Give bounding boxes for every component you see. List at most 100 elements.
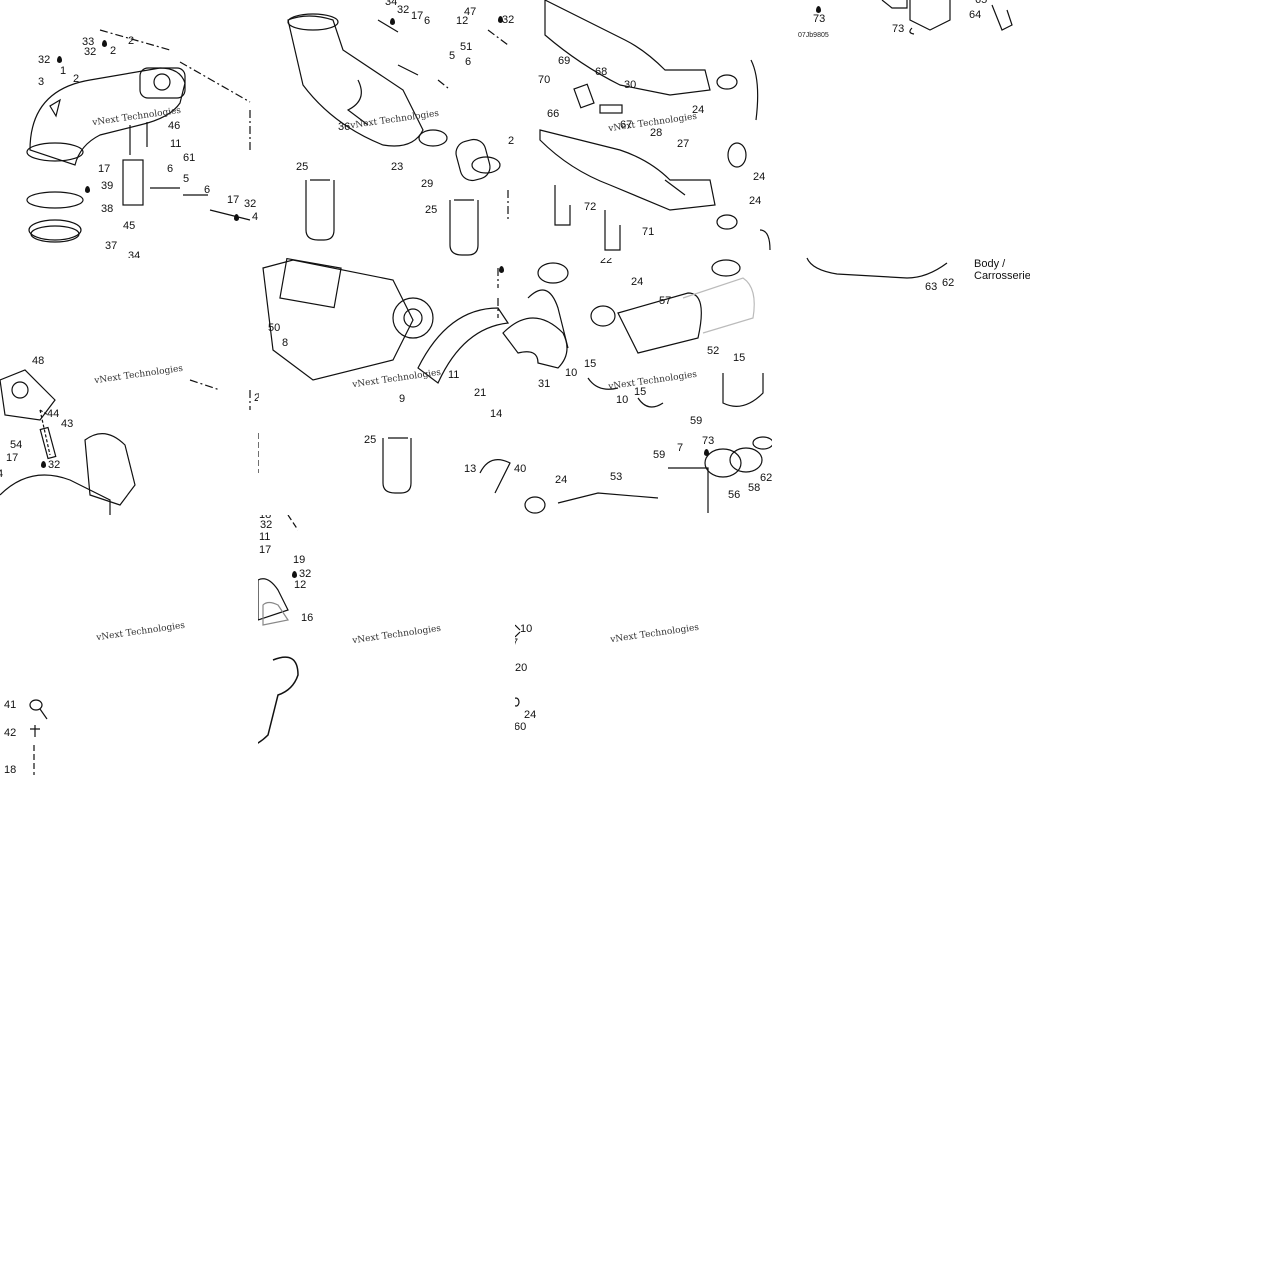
- muffler-tubes-drawing: [539, 0, 771, 251]
- callout: 2: [128, 35, 135, 47]
- callout: 17: [411, 10, 424, 22]
- callout: 43: [61, 418, 74, 430]
- callout: 73: [892, 23, 905, 35]
- callout: 27: [677, 138, 690, 150]
- callout: 15: [584, 358, 597, 370]
- sealant-drop-icon: [390, 18, 395, 25]
- body-mount-drawing: [806, 0, 1013, 279]
- callout: 73: [702, 435, 715, 447]
- callout: 25: [425, 204, 438, 216]
- exhaust-elbow-lower-drawing: [0, 369, 251, 515]
- callout: 32: [84, 46, 97, 58]
- sealant-drop-icon: [234, 214, 239, 221]
- callout: 32: [299, 568, 312, 580]
- callout: 52: [707, 345, 720, 357]
- callout: 25: [296, 161, 309, 173]
- sealant-drop-icon: [498, 16, 503, 23]
- callout: 44: [47, 408, 60, 420]
- callout: 62: [942, 277, 955, 289]
- callout: 37: [105, 240, 118, 252]
- callout: 17: [227, 194, 240, 206]
- diagram-tile-exhaust-elbow-lower: vNext Technologies 48 44 43 54 17 32 4 2…: [0, 340, 258, 515]
- callout: 39: [101, 180, 114, 192]
- callout: 68: [595, 66, 608, 78]
- callout: 54: [10, 439, 23, 451]
- callout: 30: [624, 79, 637, 91]
- callout: 23: [254, 392, 258, 404]
- diagram-tile-body-mount: 07Jb9805 73 73 64 65 63 62 Body / Carros…: [772, 0, 1030, 290]
- diagram-tile-clips: vNext Technologies 41 42 18: [0, 615, 258, 775]
- callout: 13: [464, 463, 477, 475]
- callout: 33: [82, 36, 95, 48]
- callout: 50: [268, 322, 281, 334]
- sealant-drop-icon: [499, 266, 504, 273]
- callout: 62: [760, 472, 772, 484]
- callout: 10: [520, 623, 533, 635]
- sealant-drop-icon: [41, 461, 46, 468]
- diagram-code: 07Jb9805: [798, 32, 829, 39]
- diagram-tile-engine-muffler: vNext Technologies vNext Technologies 22…: [258, 258, 772, 515]
- sealant-drop-icon: [292, 571, 297, 578]
- callout: 2: [110, 45, 117, 57]
- callout: 47: [464, 6, 477, 18]
- callout: 23: [391, 161, 404, 173]
- clips-drawing: [29, 699, 48, 775]
- callout: 17: [259, 544, 272, 556]
- callout: 18: [4, 764, 17, 776]
- callout: 67: [620, 119, 633, 131]
- body-label-line2: Carrosserie: [974, 270, 1030, 282]
- callout: 48: [32, 355, 45, 367]
- callout: 6: [167, 163, 174, 175]
- callout: 46: [168, 120, 181, 132]
- callout: 16: [301, 612, 314, 624]
- callout: 32: [48, 459, 61, 471]
- callout: 28: [650, 127, 663, 139]
- callout: 53: [610, 471, 623, 483]
- callout: 5: [183, 173, 190, 185]
- callout: 32: [260, 519, 273, 531]
- diagram-tile-exhaust-elbow: vNext Technologies 33 32 1 2 2 32 2 3 46…: [0, 0, 258, 258]
- mount-bracket-drawing: [258, 515, 299, 744]
- callout: 59: [653, 449, 666, 461]
- sealant-drop-icon: [102, 40, 107, 47]
- callout: 24: [753, 171, 766, 183]
- sealant-drop-icon: [816, 6, 821, 13]
- hose-clamps-drawing: [515, 624, 521, 707]
- callout: 14: [490, 408, 503, 420]
- callout: 7: [677, 442, 684, 454]
- callout: 24: [631, 276, 644, 288]
- callout: 32: [397, 4, 410, 16]
- callout: 32: [244, 198, 257, 210]
- callout: 58: [748, 482, 761, 494]
- callout: 15: [634, 386, 647, 398]
- callout: 20: [515, 662, 528, 674]
- exhaust-manifold-drawing: [287, 13, 509, 256]
- callout: 11: [170, 138, 182, 150]
- callout: 22: [600, 258, 613, 266]
- diagram-tile-muffler-tubes: vNext Technologies 69 70 68 66 67 30 24 …: [515, 0, 772, 258]
- callout: 59: [690, 415, 703, 427]
- callout: 8: [282, 337, 289, 349]
- callout: 24: [692, 104, 705, 116]
- callout: 24: [555, 474, 568, 486]
- callout: 65: [975, 0, 988, 6]
- callout: 73: [813, 13, 826, 25]
- callout: 32: [502, 14, 515, 26]
- diagram-tile-exhaust-manifold: vNext Technologies 34 32 17 6 12 47 32 5…: [258, 0, 515, 258]
- callout: 11: [448, 369, 460, 381]
- callout: 6: [424, 15, 431, 27]
- callout: 21: [474, 387, 487, 399]
- diagram-tile-mount-bracket: vNext Technologies 24 18 32 11 17 19 32 …: [258, 515, 515, 747]
- callout: 24: [524, 709, 537, 721]
- callout: 12: [294, 579, 307, 591]
- callout: 17: [98, 163, 111, 175]
- callout: 24: [749, 195, 762, 207]
- callout: 2: [508, 135, 515, 147]
- callout: 6: [465, 56, 472, 68]
- callout: 11: [259, 531, 271, 543]
- engine-muffler-drawing: [258, 258, 772, 514]
- callout: 25: [364, 434, 377, 446]
- callout: 7: [515, 637, 519, 649]
- exhaust-elbow-drawing: [26, 29, 251, 243]
- callout: 31: [538, 378, 551, 390]
